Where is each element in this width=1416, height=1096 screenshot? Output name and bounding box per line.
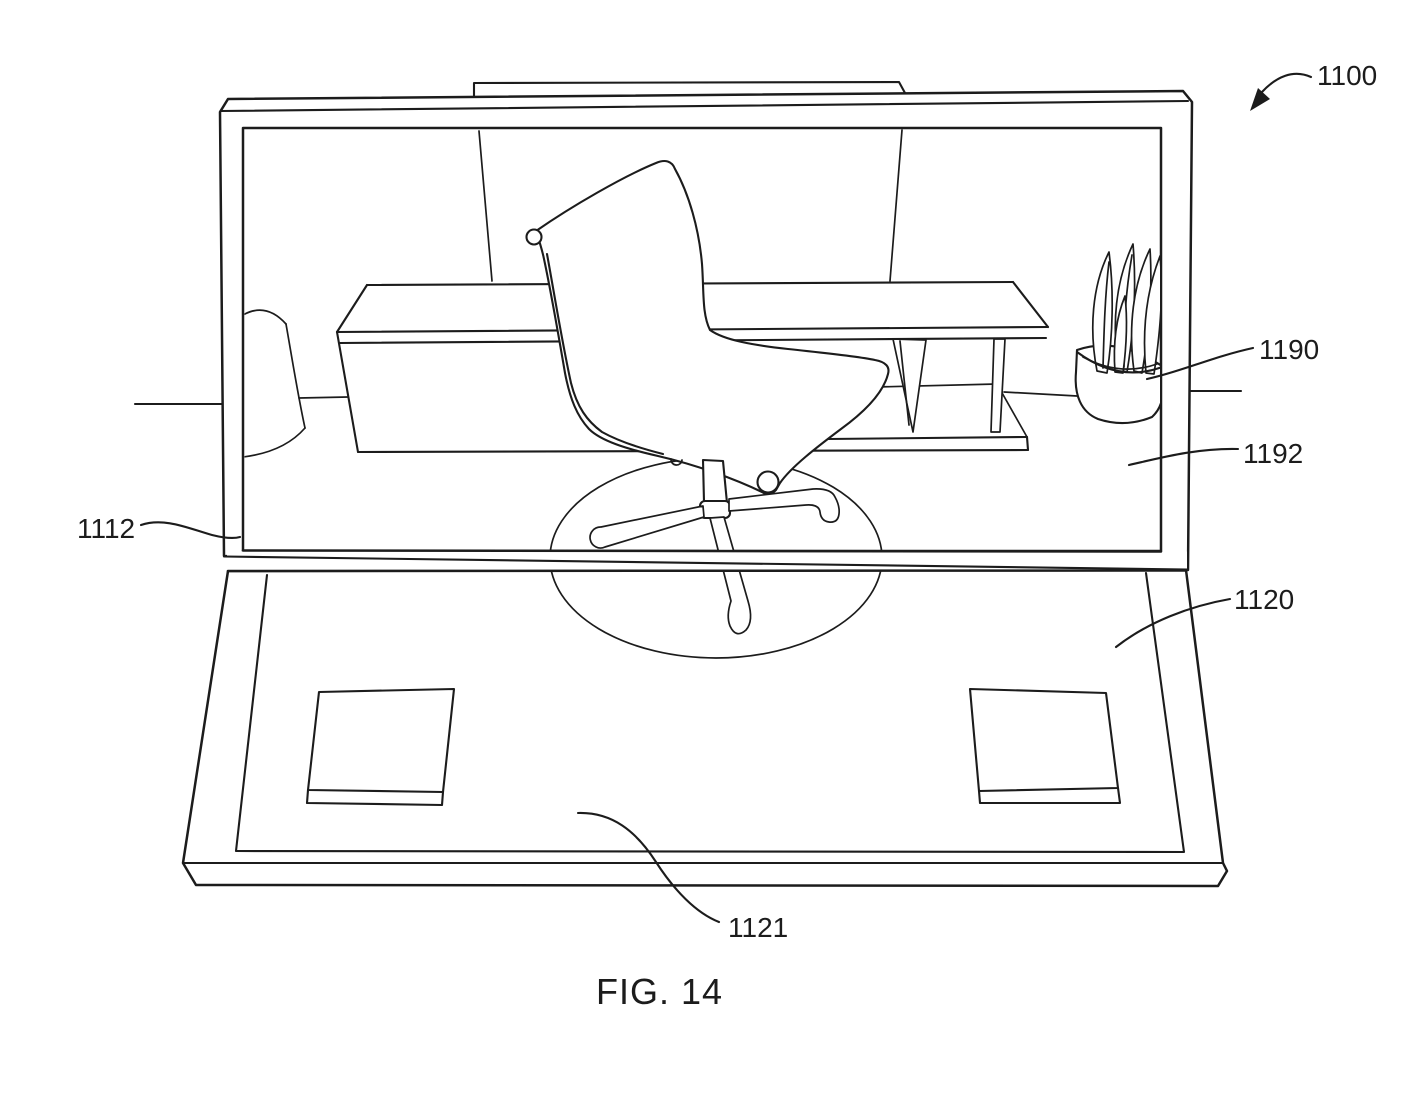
plant-leaf-5 <box>1113 295 1128 374</box>
trackpad-right <box>968 687 1122 805</box>
lid-bottom-edge <box>222 555 1190 571</box>
ref-1121: 1121 <box>576 811 788 943</box>
reference-labels: 1100 1190 1192 1112 1120 1121 FIG. 14 <box>77 60 1377 1012</box>
leader-line-1100 <box>1260 72 1313 94</box>
desk-top-left-edge <box>335 283 369 334</box>
shelf-support-right <box>990 338 1006 433</box>
trackpad-left-face <box>306 687 456 794</box>
ref-label-1192: 1192 <box>1243 438 1303 469</box>
shelf-back-edge <box>875 383 998 388</box>
chair-back-inner-line <box>545 252 665 456</box>
chair-leg-right <box>728 488 841 523</box>
lamp-shade-bottom-rim <box>244 427 306 458</box>
ref-1112: 1112 <box>77 513 242 544</box>
scene-wall-line-right <box>889 129 903 282</box>
screen-scene <box>244 129 1160 659</box>
chair-seat-front-roll <box>756 470 780 494</box>
office-chair <box>525 159 890 635</box>
floor-line-to-plant <box>1003 391 1078 397</box>
screen-bottom-edge <box>241 549 1163 553</box>
chair-pedestal-column <box>701 458 729 505</box>
chair-tilt-knob <box>670 458 683 466</box>
desk-cabinet-left-edge <box>335 330 360 454</box>
lid-top-tab <box>472 80 907 102</box>
base-outline <box>181 568 1229 888</box>
hinge-band <box>222 549 1190 573</box>
ref-1190: 1190 <box>1145 334 1319 381</box>
chair-leg-front <box>709 516 752 635</box>
lamp-shade-top-rim <box>244 309 287 325</box>
base-inner-surface-line <box>234 571 1186 854</box>
plant-leaf-1-rib <box>1102 261 1110 369</box>
trackpad-left-edge <box>305 788 445 807</box>
ref-label-1190: 1190 <box>1259 334 1319 365</box>
chair-body <box>534 159 890 496</box>
desk-top-right-edge <box>1011 280 1050 329</box>
arrowhead-1100 <box>1250 88 1270 111</box>
ref-label-1100: 1100 <box>1317 60 1377 91</box>
ref-label-1120: 1120 <box>1234 584 1294 615</box>
leader-line-1190 <box>1145 346 1255 381</box>
lamp-shade-side <box>285 323 306 429</box>
plant-pot-front-rim-inner <box>1082 356 1158 370</box>
shelf-front-top-edge <box>826 435 1029 441</box>
environment-lines <box>133 389 1243 406</box>
lid-top-face-line <box>219 99 1190 113</box>
base-back-edge <box>226 569 1188 573</box>
ref-label-1112: 1112 <box>77 513 135 544</box>
chair-leg-left <box>589 505 705 549</box>
ref-label-1121: 1121 <box>728 912 788 943</box>
figure-caption: FIG. 14 <box>596 971 723 1012</box>
leader-line-1121 <box>576 811 721 924</box>
shelf-support-left <box>892 338 927 433</box>
plant-leaves <box>1091 243 1160 375</box>
leader-line-1120 <box>1114 597 1232 649</box>
trackpad-right-face <box>968 687 1120 793</box>
leader-line-1112 <box>139 521 242 540</box>
ref-1100: 1100 <box>1250 60 1377 111</box>
ref-1192: 1192 <box>1127 438 1303 469</box>
shelf-right-edge <box>1025 435 1030 452</box>
ref-1120: 1120 <box>1114 584 1294 649</box>
device-base <box>181 568 1229 888</box>
trackpad-left <box>305 687 456 807</box>
lamp-ledge-line <box>298 396 349 399</box>
scene-wall-line-left <box>478 130 493 282</box>
plant <box>1074 243 1160 425</box>
chair-back-top-curl <box>525 228 543 246</box>
trackpad-right-edge <box>977 786 1122 805</box>
plant-leaf-4 <box>1143 255 1160 375</box>
leader-line-1192 <box>1127 447 1240 467</box>
lamp <box>244 309 349 458</box>
shelf-support-left-inner-line <box>899 340 910 426</box>
